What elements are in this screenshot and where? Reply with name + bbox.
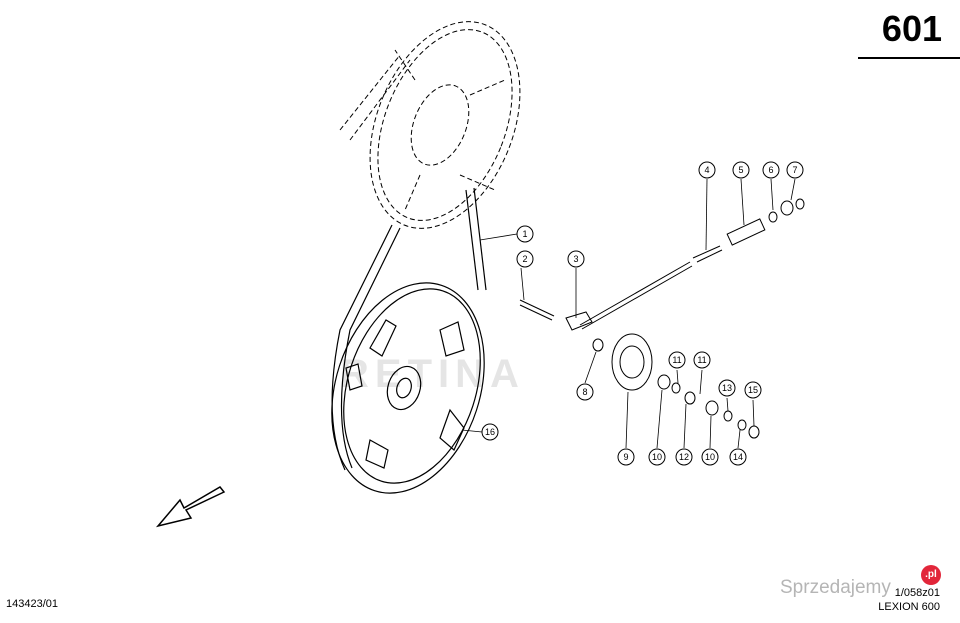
svg-text:13: 13 <box>722 383 732 393</box>
page-number: 601 <box>881 8 942 49</box>
svg-text:9: 9 <box>623 452 628 462</box>
svg-text:1: 1 <box>522 229 527 239</box>
callout-4: 4 <box>698 161 716 179</box>
svg-text:6: 6 <box>768 165 773 175</box>
tensioner-assembly <box>519 198 805 439</box>
callout-5: 5 <box>732 161 750 179</box>
svg-text:11: 11 <box>672 355 681 365</box>
callout-12: 12 <box>675 448 693 466</box>
svg-text:5: 5 <box>738 165 743 175</box>
site-badge-icon: .pl <box>921 565 941 585</box>
svg-text:10: 10 <box>705 452 715 462</box>
callout-10a: 10 <box>648 448 666 466</box>
doc-code: 143423/01 <box>6 598 58 610</box>
callout-2: 2 <box>516 250 534 268</box>
svg-text:4: 4 <box>704 165 709 175</box>
svg-text:15: 15 <box>748 385 758 395</box>
callout-13: 13 <box>718 379 736 397</box>
svg-text:10: 10 <box>652 452 662 462</box>
lower-pulley <box>331 282 485 494</box>
svg-text:3: 3 <box>573 254 578 264</box>
callout-11a: 11 <box>668 351 686 369</box>
svg-text:2: 2 <box>522 254 527 264</box>
drive-belt <box>331 187 487 471</box>
watermark-text: RETINA <box>340 352 525 396</box>
callout-1: 1 <box>516 225 534 243</box>
callout-10b: 10 <box>701 448 719 466</box>
svg-text:14: 14 <box>733 452 743 462</box>
model-name: LEXION 600 <box>878 601 940 613</box>
callout-7: 7 <box>786 161 804 179</box>
callout-9: 9 <box>617 448 635 466</box>
svg-text:8: 8 <box>582 387 587 397</box>
title-rule <box>858 57 960 59</box>
svg-text:16: 16 <box>485 427 495 437</box>
svg-text:11: 11 <box>697 355 706 365</box>
callout-14: 14 <box>729 448 747 466</box>
callout-15: 15 <box>744 381 762 399</box>
leader-lines <box>461 178 796 449</box>
svg-text:7: 7 <box>792 165 797 175</box>
svg-text:12: 12 <box>679 452 689 462</box>
site-watermark: Sprzedajemy <box>780 577 891 598</box>
callout-8: 8 <box>576 383 594 401</box>
callout-16: 16 <box>481 423 499 441</box>
callout-3: 3 <box>567 250 585 268</box>
arrow-left-down-icon <box>155 486 226 528</box>
callout-11b: 11 <box>693 351 711 369</box>
upper-pulley <box>339 21 521 229</box>
callout-6: 6 <box>762 161 780 179</box>
drawing-ref: 1/058z01 <box>894 587 940 599</box>
